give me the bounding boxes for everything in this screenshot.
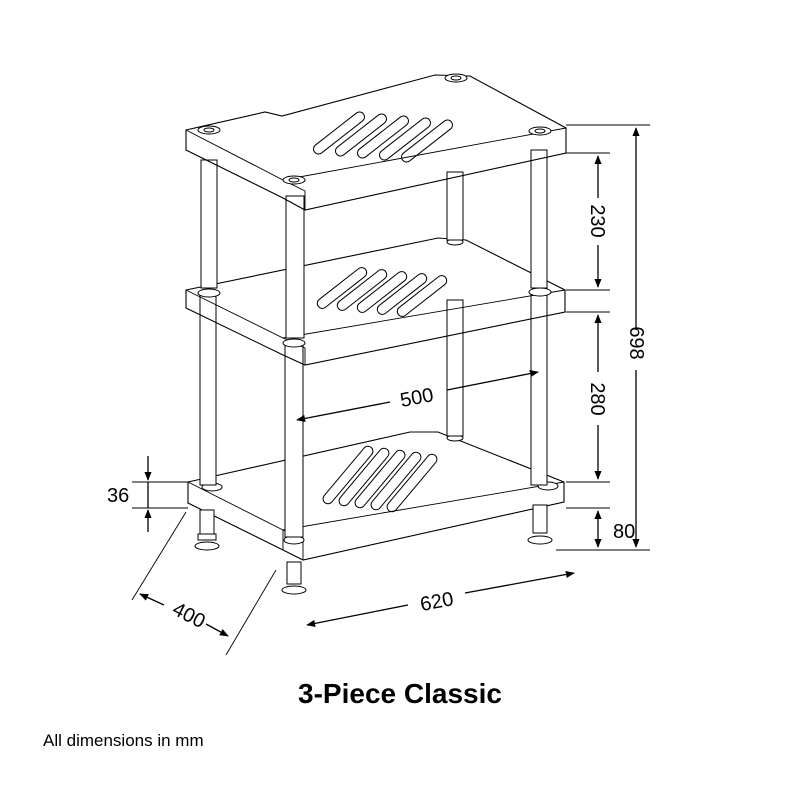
- dim-inner-width: 500: [296, 370, 539, 422]
- upper-posts: [200, 149, 548, 339]
- middle-shelf-slots: [316, 267, 448, 317]
- dim-width: 620: [306, 570, 575, 627]
- dim-upper-gap: 230: [586, 155, 608, 288]
- dim-total-height-label: 698: [625, 326, 647, 359]
- dim-width-label: 620: [418, 588, 455, 616]
- dim-spike-height-label: 80: [613, 521, 635, 543]
- middle-shelf-washers: [197, 238, 552, 348]
- dim-lower-gap: 280: [586, 314, 608, 480]
- dim-inner-width-label: 500: [398, 384, 435, 412]
- dimension-extension-lines: [131, 124, 650, 656]
- bottom-shelf: [187, 431, 565, 595]
- dim-depth: 400: [139, 593, 229, 637]
- units-note: All dimensions in mm: [43, 731, 204, 750]
- dim-lower-gap-label: 280: [586, 382, 608, 415]
- diagram-title: 3-Piece Classic: [298, 678, 502, 709]
- top-shelf: [185, 73, 567, 211]
- dim-shelf-thickness: 36: [107, 456, 152, 532]
- middle-shelf: [185, 237, 566, 366]
- dim-upper-gap-label: 230: [586, 204, 608, 237]
- dim-spike-height: 80: [594, 510, 635, 548]
- bottom-shelf-slots: [322, 445, 438, 513]
- dim-total-height: 698: [625, 127, 647, 548]
- bottom-shelf-washers: [201, 434, 559, 545]
- top-shelf-slots: [313, 111, 453, 163]
- bottom-shelf-spikes: [194, 504, 553, 595]
- dim-shelf-thickness-label: 36: [107, 485, 129, 507]
- dim-depth-label: 400: [169, 598, 209, 633]
- top-shelf-caps: [197, 73, 552, 185]
